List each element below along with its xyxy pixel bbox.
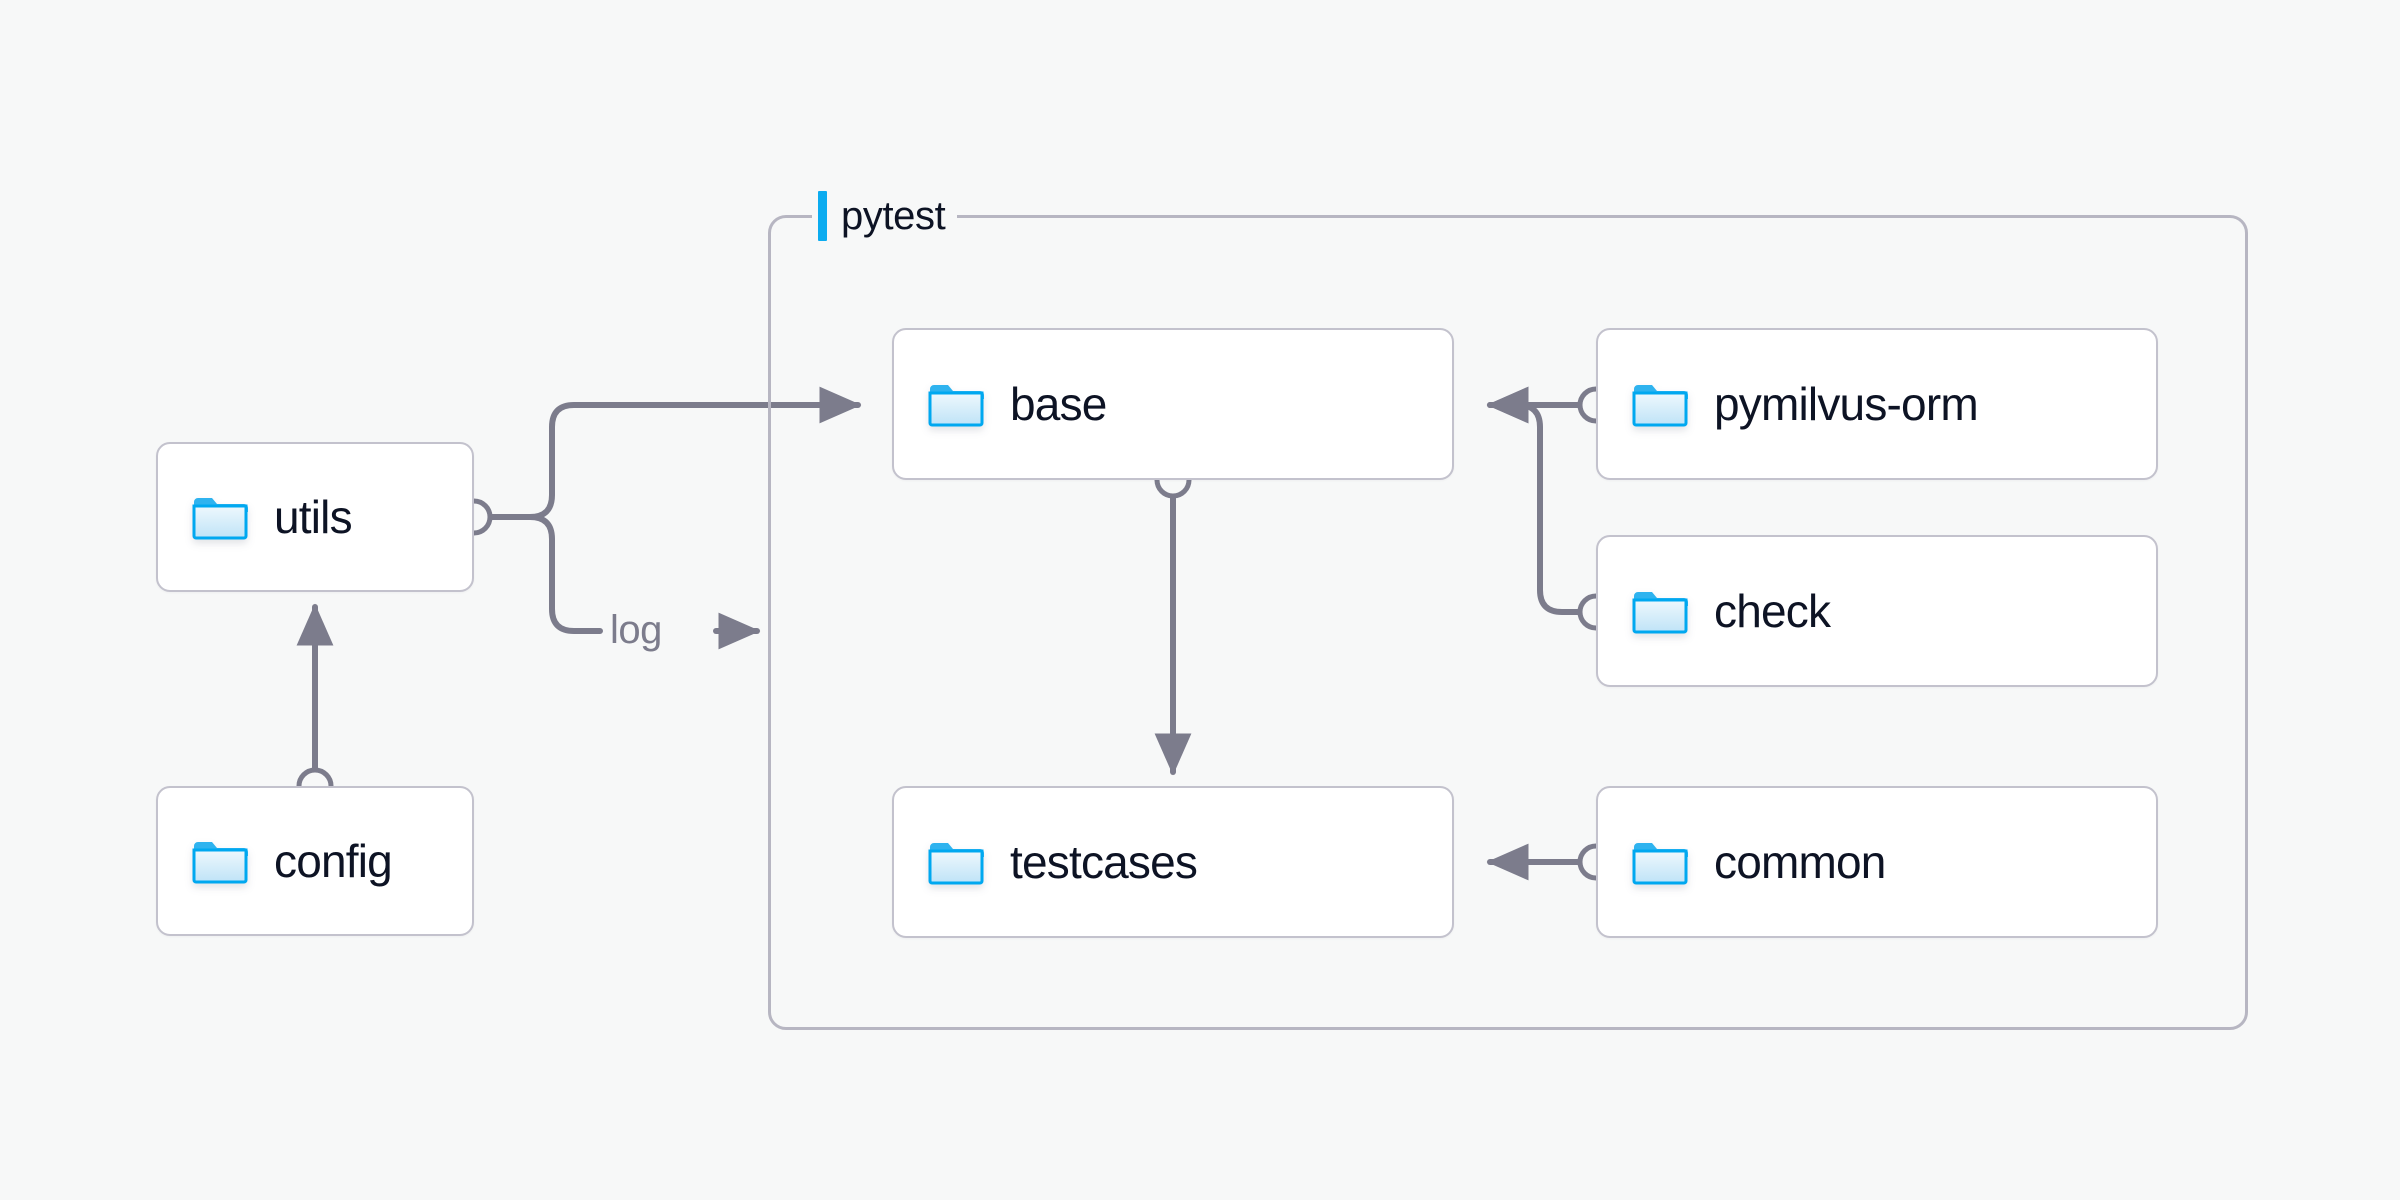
node-pymilvus-orm[interactable]: pymilvus-orm (1596, 328, 2158, 480)
folder-icon (1632, 381, 1688, 427)
group-accent-bar (818, 191, 827, 241)
group-pytest[interactable] (768, 215, 2248, 1030)
group-pytest-title: pytest (841, 194, 946, 238)
node-check[interactable]: check (1596, 535, 2158, 687)
folder-icon (1632, 588, 1688, 634)
folder-icon (192, 494, 248, 540)
edge-label-log: log (604, 608, 668, 653)
folder-icon (928, 381, 984, 427)
node-utils[interactable]: utils (156, 442, 474, 592)
node-utils-label: utils (274, 491, 353, 543)
node-pymilvus-orm-label: pymilvus-orm (1714, 378, 1979, 430)
node-config[interactable]: config (156, 786, 474, 936)
node-base-label: base (1010, 378, 1107, 430)
node-config-label: config (274, 835, 393, 887)
node-base[interactable]: base (892, 328, 1454, 480)
node-common-label: common (1714, 836, 1886, 888)
node-testcases-label: testcases (1010, 836, 1198, 888)
node-testcases[interactable]: testcases (892, 786, 1454, 938)
folder-icon (192, 838, 248, 884)
node-check-label: check (1714, 585, 1831, 637)
folder-icon (928, 839, 984, 885)
node-common[interactable]: common (1596, 786, 2158, 938)
group-pytest-label: pytest (812, 190, 958, 242)
folder-icon (1632, 839, 1688, 885)
edge-utils-to-log (489, 514, 603, 634)
